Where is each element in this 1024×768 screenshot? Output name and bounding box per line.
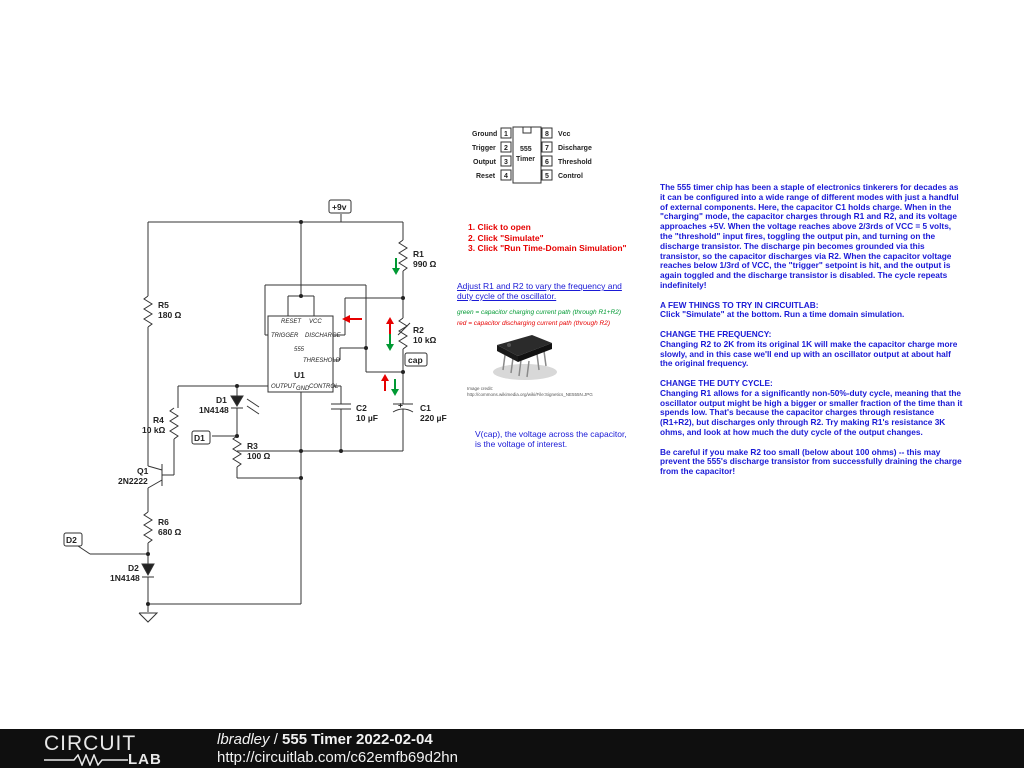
r5-value: 180 Ω [158,310,182,320]
circuit-description: The 555 timer chip has been a staple of … [660,182,965,487]
pinout-chip-line2: Timer [516,156,535,163]
pinout-left-1-name: Ground [472,131,497,138]
instruction-step: 3. Click "Run Time-Domain Simulation" [468,243,627,253]
circuit-title[interactable]: lbradley / 555 Timer 2022-02-04 [217,731,433,748]
pinout-left-1-num: 1 [504,131,508,138]
d1-name: D1 [216,395,227,405]
c1-plus-sign: + [398,400,403,410]
circuitlab-logo[interactable]: CIRCUIT [44,732,137,755]
description-frequency-section: CHANGE THE FREQUENCY:Changing R2 to 2K f… [660,328,965,369]
pinout-left-3-num: 3 [504,159,508,166]
instruction-step: 1. Click to open [468,222,531,232]
u1-pin-threshold: THRESHOLD [303,358,341,364]
circuit-name[interactable]: 555 Timer 2022-02-04 [282,731,433,748]
r4-name: R4 [153,415,164,425]
instructions-list: 1. Click to open 2. Click "Simulate" 3. … [468,222,627,254]
footer-bar [0,729,1024,768]
u1-pin-discharge: DISCHARGE [305,333,342,339]
r2-value: 10 kΩ [413,335,437,345]
circuit-schematic[interactable]: +9v cap D1 D2 + RESET VCC TRIGGER DISCHA… [0,0,1024,729]
u1-pin-output: OUTPUT [271,384,297,390]
r3-name: R3 [247,441,258,451]
current-path-legend: green = capacitor charging current path … [457,307,647,329]
author-name[interactable]: lbradley [217,731,270,748]
r1-value: 990 Ω [413,259,437,269]
pinout-left-4-num: 4 [504,173,508,180]
d2-tag: D2 [66,535,77,545]
description-try-text: Click "Simulate" at the bottom. Run a ti… [660,309,905,320]
r6-name: R6 [158,517,169,527]
adjust-note: Adjust R1 and R2 to vary the frequency a… [457,281,622,301]
pinout-diagram: 555 Timer Ground 1 Trigger 2 Output 3 Re… [472,126,592,184]
r4-value: 10 kΩ [142,425,166,435]
instruction-step: 2. Click "Simulate" [468,232,544,243]
u1-chip-label: 555 [294,347,305,353]
vcc-tag: +9v [332,202,347,212]
pinout-right-6-num: 6 [545,159,549,166]
r3-value: 100 Ω [247,451,271,461]
pinout-left-2-name: Trigger [472,145,496,152]
r5-name: R5 [158,300,169,310]
legend-green: green = capacitor charging current path … [457,309,622,316]
d2-value: 1N4148 [110,573,140,583]
logo-resistor-icon [44,754,128,766]
d1-tag: D1 [194,433,205,443]
c1-value: 220 µF [420,413,447,423]
cap-tag: cap [408,355,423,365]
pinout-left-4-name: Reset [476,173,496,180]
description-duty-section: CHANGE THE DUTY CYCLE:Changing R1 allows… [660,377,965,438]
u1-pin-gnd: GND [296,386,310,392]
pinout-right-8-num: 8 [545,131,549,138]
title-separator: / [269,731,283,748]
pinout-right-8-name: Vcc [558,131,571,138]
description-try-heading: A FEW THINGS TO TRY IN CIRCUITLAB: [660,299,819,310]
circuitlab-logo-lab: LAB [128,751,162,768]
description-duty-text: Changing R1 allows for a significantly n… [660,387,963,437]
description-warning: Be careful if you make R2 too small (bel… [660,446,962,477]
u1-pin-control: CONTROL [309,384,338,390]
pinout-right-7-num: 7 [545,145,549,152]
q1-value: 2N2222 [118,476,148,486]
pinout-right-5-name: Control [558,173,583,180]
image-credit: Image credit: http://commons.wikimedia.o… [467,386,593,397]
description-duty-heading: CHANGE THE DUTY CYCLE: [660,377,773,388]
c2-name: C2 [356,403,367,413]
description-frequency-text: Changing R2 to 2K from its original 1K w… [660,338,958,369]
description-intro: The 555 timer chip has been a staple of … [660,182,959,290]
r2-name: R2 [413,325,424,335]
pinout-right-6-name: Threshold [558,159,592,166]
chip-photo [493,335,557,380]
d2-name: D2 [128,563,139,573]
description-try-section: A FEW THINGS TO TRY IN CIRCUITLAB:Click … [660,299,965,321]
c1-name: C1 [420,403,431,413]
pinout-right-5-num: 5 [545,173,549,180]
description-frequency-heading: CHANGE THE FREQUENCY: [660,328,772,339]
pinout-left-2-num: 2 [504,145,508,152]
c2-value: 10 µF [356,413,378,423]
legend-red: red = capacitor discharging current path… [457,320,611,327]
u1-name: U1 [294,370,305,380]
circuit-url[interactable]: http://circuitlab.com/c62emfb69d2hn [217,749,458,766]
r6-value: 680 Ω [158,527,182,537]
u1-pin-vcc: VCC [309,319,322,325]
d1-value: 1N4148 [199,405,229,415]
pinout-right-7-name: Discharge [558,145,592,152]
pinout-chip-line1: 555 [520,146,532,153]
q1-name: Q1 [137,466,149,476]
u1-pin-reset: RESET [281,319,302,325]
vcap-note: V(cap), the voltage across the capacitor… [475,429,627,449]
r1-name: R1 [413,249,424,259]
pinout-left-3-name: Output [473,159,497,166]
u1-pin-trigger: TRIGGER [271,333,299,339]
